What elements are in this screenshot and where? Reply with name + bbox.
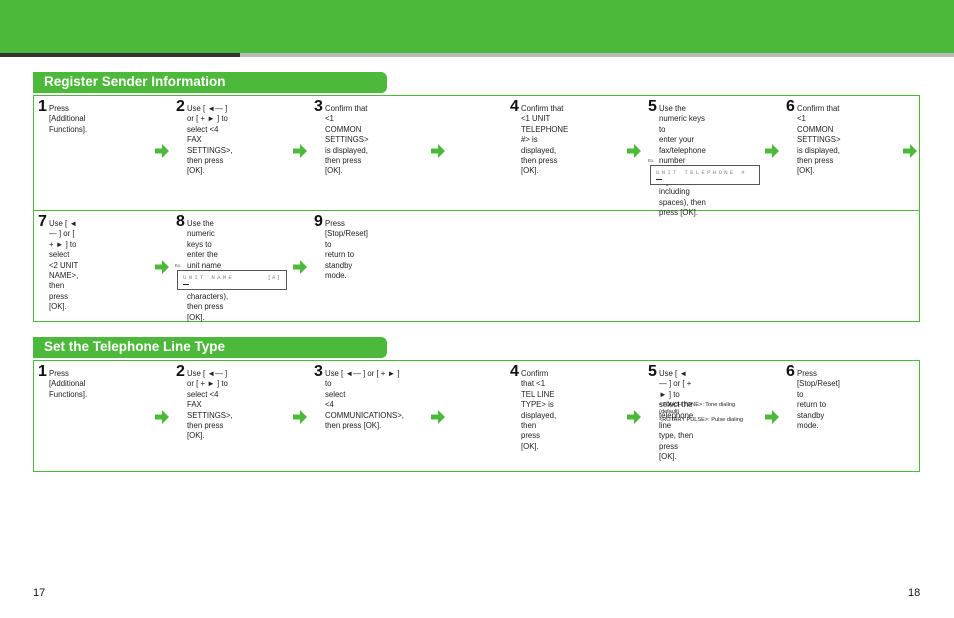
- step-text: Confirm that <1 TEL LINE TYPE> is displa…: [521, 369, 557, 451]
- step-number: 6: [786, 363, 795, 380]
- page-number-right: 18: [908, 587, 921, 599]
- lcd-cursor: [183, 284, 189, 285]
- step-text: Use [ ◄— ] or [ + ► ] to select <4 FAX S…: [187, 369, 233, 441]
- step-number: 6: [786, 98, 795, 115]
- step-number: 1: [38, 363, 47, 380]
- lcd-text: UNIT NAME: [183, 274, 235, 281]
- header-rule-gray: [240, 53, 954, 57]
- step-number: 3: [314, 363, 323, 380]
- step-number: 7: [38, 213, 47, 230]
- section-title-text: Set the Telephone Line Type: [44, 339, 226, 354]
- lcd-cursor: [656, 179, 662, 180]
- lcd-text: UNIT TELEPHONE #: [656, 169, 747, 176]
- lcd-example-tag: Ex.: [648, 158, 655, 163]
- step-number: 2: [176, 98, 185, 115]
- arrow-right-icon: [293, 144, 307, 158]
- step-text: Press [Additional Functions].: [49, 369, 88, 399]
- step-text: Press [Additional Functions].: [49, 104, 88, 134]
- section-title-text: Register Sender Information: [44, 74, 226, 89]
- arrow-right-icon: [431, 410, 445, 424]
- step-number: 2: [176, 363, 185, 380]
- section-title-register: Register Sender Information: [33, 72, 387, 93]
- step-number: 9: [314, 213, 323, 230]
- arrow-right-icon: [765, 410, 779, 424]
- arrow-right-icon: [431, 144, 445, 158]
- step-number: 5: [648, 363, 657, 380]
- step-number: 3: [314, 98, 323, 115]
- step-number: 5: [648, 98, 657, 115]
- dialing-type-note: <TOUCH TONE>: Tone dialing (default) <RO…: [659, 402, 743, 423]
- header-band: [0, 0, 954, 53]
- arrow-right-icon: [293, 410, 307, 424]
- step-text: Press [Stop/Reset] to return to standby …: [325, 219, 368, 281]
- header-rule-dark: [0, 53, 240, 57]
- arrow-right-icon: [155, 144, 169, 158]
- register-steps-panel: 1 Press [Additional Functions]. 2 Use [ …: [33, 95, 920, 322]
- step-text: Confirm that <1 COMMON SETTINGS> is disp…: [325, 104, 369, 176]
- arrow-right-icon: [627, 410, 641, 424]
- page-number-left: 17: [33, 587, 46, 599]
- step-number: 4: [510, 363, 519, 380]
- arrow-right-icon: [155, 260, 169, 274]
- step-text: Confirm that <1 UNIT TELEPHONE #> is dis…: [521, 104, 569, 176]
- step-number: 4: [510, 98, 519, 115]
- lcd-screen: UNIT TELEPHONE #: [650, 165, 760, 185]
- step-text: Confirm that <1 COMMON SETTINGS> is disp…: [797, 104, 841, 176]
- lcd-screen: UNIT NAME [A]: [177, 270, 287, 290]
- arrow-right-icon: [293, 260, 307, 274]
- step-number: 8: [176, 213, 185, 230]
- arrow-right-icon: [627, 144, 641, 158]
- step-text: Use [ ◄— ] or [ + ► ] to select <4 COMMU…: [325, 369, 404, 431]
- arrow-right-icon: [155, 410, 169, 424]
- arrow-right-icon: [765, 144, 779, 158]
- step-text: Use [ ◄— ] or [ + ► ] to select the tele…: [659, 369, 694, 462]
- step-number: 1: [38, 98, 47, 115]
- lcd-mode: [A]: [267, 274, 281, 281]
- telephone-steps-panel: 1 Press [Additional Functions]. 2 Use [ …: [33, 360, 920, 472]
- step-text: Press [Stop/Reset] to return to standby …: [797, 369, 840, 431]
- step-text: Use [ ◄— ] or [ + ► ] to select <2 UNIT …: [49, 219, 79, 312]
- lcd-example-tag: Ex.: [175, 263, 182, 268]
- step-text: Use [ ◄— ] or [ + ► ] to select <4 FAX S…: [187, 104, 233, 176]
- row-divider: [34, 210, 919, 211]
- step-text: Use the numeric keys to enter your fax/t…: [659, 104, 706, 218]
- arrow-right-icon: [903, 144, 917, 158]
- section-title-telephone-line: Set the Telephone Line Type: [33, 337, 387, 358]
